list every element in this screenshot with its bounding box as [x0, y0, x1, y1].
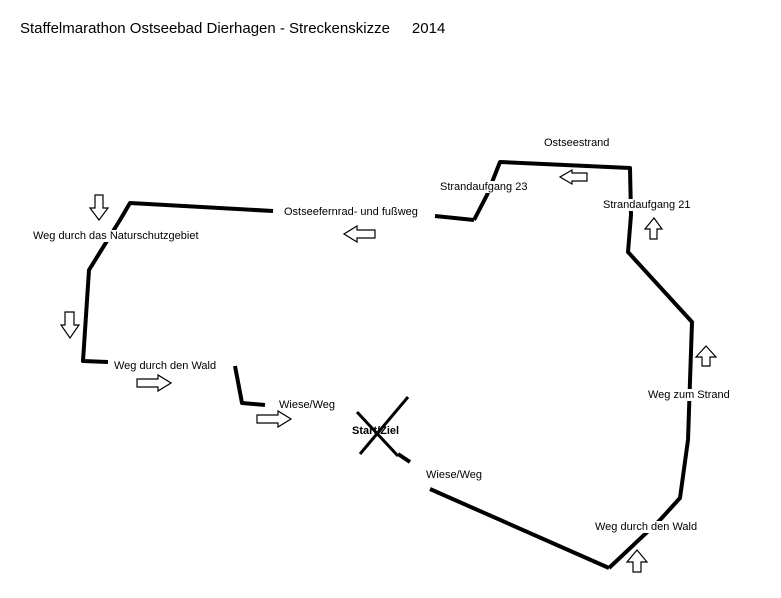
arrow-wald-right-icon [625, 549, 649, 573]
route-wiese-right [429, 487, 610, 570]
route-fernradweg [81, 201, 274, 364]
label-strandaufgang-23: Strandaufgang 23 [440, 181, 528, 193]
route-left-loop [434, 214, 475, 222]
arrow-fernradweg-icon [342, 224, 376, 244]
arrow-wiese-left-icon [256, 409, 293, 429]
start-ziel-cross [355, 396, 410, 458]
arrow-ostseestrand-icon [558, 168, 588, 186]
arrow-strandaufgang-21-icon [643, 217, 664, 240]
label-wald-left: Weg durch den Wald [114, 360, 217, 372]
title-year: 2014 [411, 20, 446, 37]
label-wiese-right: Wiese/Weg [426, 469, 483, 481]
arrow-left-side-icon [59, 311, 81, 340]
route-wald-to-wiese [233, 365, 266, 407]
label-ostseefernrad: Ostseefernrad- und fußweg [284, 206, 418, 218]
label-start-ziel: Start/Ziel [352, 425, 400, 437]
route-strandaufgang-section [472, 160, 694, 570]
arrow-naturschutz-icon [88, 194, 110, 221]
arrow-wald-left-icon [136, 373, 173, 393]
label-strandaufgang-21: Strandaufgang 21 [603, 199, 691, 211]
title-text: Staffelmarathon Ostseebad Dierhagen - St… [20, 20, 390, 37]
arrow-weg-zum-strand-icon [694, 345, 718, 367]
route-start-stub [396, 452, 412, 464]
page-title: Staffelmarathon Ostseebad Dierhagen - St… [20, 20, 445, 37]
label-wiese-left: Wiese/Weg [279, 399, 336, 411]
label-ostseestrand: Ostseestrand [544, 137, 610, 149]
label-weg-zum-strand: Weg zum Strand [648, 389, 730, 401]
label-wald-right: Weg durch den Wald [595, 521, 698, 533]
label-naturschutzgebiet: Weg durch das Naturschutzgebiet [33, 230, 199, 242]
